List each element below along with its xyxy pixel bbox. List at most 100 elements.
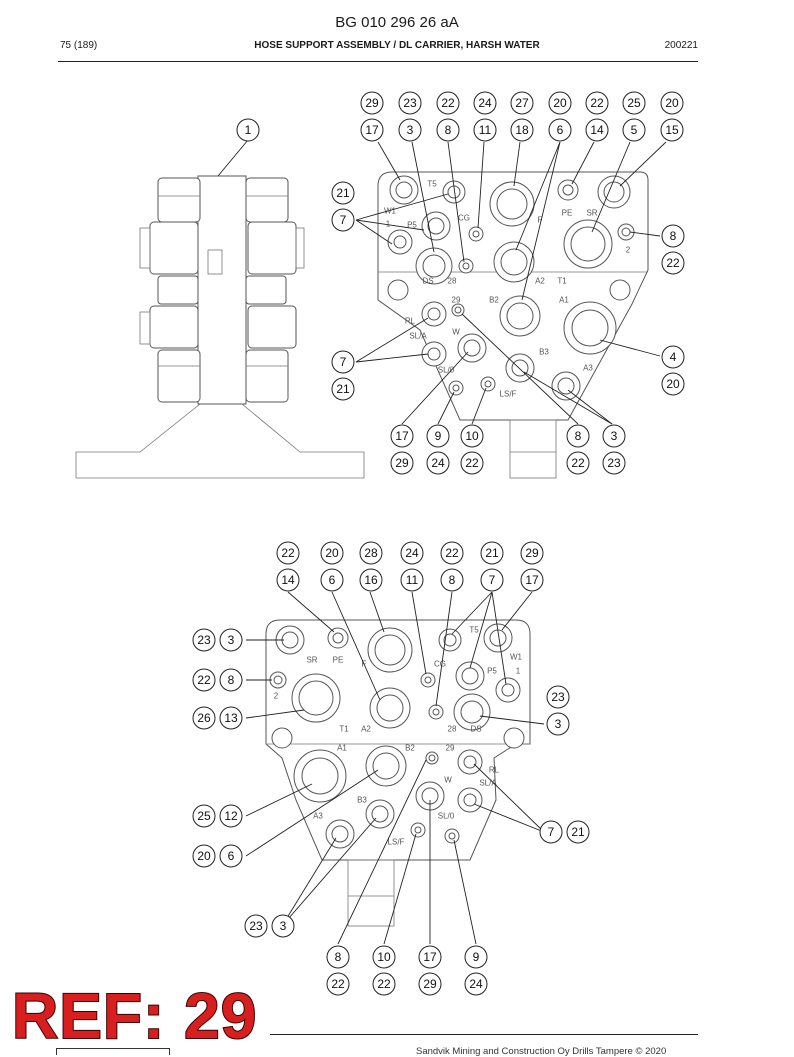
leader-lines-bottom bbox=[245, 591, 545, 945]
copyright-text: Sandvik Mining and Construction Oy Drill… bbox=[416, 1046, 667, 1057]
svg-text:8: 8 bbox=[670, 229, 677, 243]
svg-text:10: 10 bbox=[377, 950, 391, 964]
page-number: 75 (189) bbox=[60, 40, 98, 51]
port-label: LS/F bbox=[500, 390, 517, 399]
port-label: RL bbox=[489, 766, 500, 775]
svg-text:6: 6 bbox=[557, 123, 564, 137]
svg-text:20: 20 bbox=[553, 96, 567, 110]
svg-text:3: 3 bbox=[555, 717, 562, 731]
port-label: A2 bbox=[361, 725, 371, 734]
port-label: PE bbox=[562, 209, 573, 218]
svg-text:14: 14 bbox=[590, 123, 604, 137]
port-label: 1 bbox=[386, 220, 391, 229]
svg-text:22: 22 bbox=[441, 96, 455, 110]
port-label: SL/0 bbox=[438, 812, 455, 821]
port-label: W bbox=[452, 328, 460, 337]
footer-rule bbox=[270, 1034, 698, 1035]
callout-column: 27 18 bbox=[510, 91, 534, 142]
port-label: W1 bbox=[384, 207, 397, 216]
svg-text:21: 21 bbox=[571, 825, 585, 839]
svg-text:21: 21 bbox=[485, 546, 499, 560]
port-label: A3 bbox=[313, 812, 323, 821]
svg-text:24: 24 bbox=[405, 546, 419, 560]
svg-text:11: 11 bbox=[479, 123, 492, 137]
svg-text:8: 8 bbox=[575, 429, 582, 443]
svg-text:27: 27 bbox=[515, 96, 529, 110]
svg-text:8: 8 bbox=[228, 673, 235, 687]
svg-text:23: 23 bbox=[403, 96, 417, 110]
svg-text:7: 7 bbox=[548, 825, 555, 839]
svg-text:3: 3 bbox=[407, 123, 414, 137]
port-label: 2 bbox=[626, 246, 631, 255]
svg-text:17: 17 bbox=[525, 573, 539, 587]
svg-text:7: 7 bbox=[489, 573, 496, 587]
svg-text:4: 4 bbox=[670, 350, 677, 364]
svg-text:20: 20 bbox=[665, 96, 679, 110]
ref-label: REF: 29 bbox=[11, 980, 258, 1052]
manifold-view-top: T5 W1 1 P5 CG F PE SR 2 DS 28 A2 T1 29 B… bbox=[377, 171, 649, 479]
callout-column: 255 bbox=[622, 91, 646, 142]
port-label: T1 bbox=[557, 277, 567, 286]
svg-text:8: 8 bbox=[335, 950, 342, 964]
callout-column: 206 bbox=[320, 541, 344, 592]
port-label: B3 bbox=[539, 348, 549, 357]
svg-text:10: 10 bbox=[465, 429, 479, 443]
header-rule bbox=[58, 61, 698, 62]
port-label: 29 bbox=[452, 296, 461, 305]
svg-text:25: 25 bbox=[197, 809, 211, 823]
callout-bubble: 1 bbox=[236, 118, 260, 142]
svg-text:3: 3 bbox=[611, 429, 618, 443]
callout-column: 4 20 bbox=[661, 345, 685, 396]
svg-text:29: 29 bbox=[525, 546, 539, 560]
svg-text:17: 17 bbox=[365, 123, 379, 137]
port-label: P5 bbox=[487, 667, 497, 676]
svg-text:29: 29 bbox=[365, 96, 379, 110]
side-view-assembly bbox=[75, 175, 365, 479]
callout-column: 8 22 bbox=[566, 424, 590, 475]
port-label: DS bbox=[422, 277, 433, 286]
port-label: SR bbox=[306, 656, 317, 665]
svg-text:25: 25 bbox=[627, 96, 641, 110]
svg-text:20: 20 bbox=[666, 377, 680, 391]
port-label: SL/A bbox=[409, 332, 427, 341]
svg-text:22: 22 bbox=[331, 977, 345, 991]
svg-text:20: 20 bbox=[197, 849, 211, 863]
port-label: A3 bbox=[583, 364, 593, 373]
date-code: 200221 bbox=[664, 40, 698, 51]
svg-text:24: 24 bbox=[469, 977, 483, 991]
callout-column: 8 22 bbox=[661, 224, 685, 275]
port-label: 2 bbox=[274, 692, 279, 701]
callout-column: 8 22 bbox=[326, 945, 350, 996]
port-label: A1 bbox=[559, 296, 569, 305]
port-label: T5 bbox=[469, 626, 479, 635]
callout-column: 23 3 bbox=[398, 91, 422, 142]
document-code: BG 010 296 26 aA bbox=[335, 14, 459, 31]
svg-text:26: 26 bbox=[197, 711, 211, 725]
callout-column: 924 bbox=[426, 424, 450, 475]
svg-text:18: 18 bbox=[515, 123, 529, 137]
svg-text:12: 12 bbox=[224, 809, 238, 823]
port-label: W bbox=[444, 776, 452, 785]
callout-column: 3 23 bbox=[602, 424, 626, 475]
port-label: B2 bbox=[489, 296, 499, 305]
svg-text:3: 3 bbox=[280, 919, 287, 933]
svg-text:23: 23 bbox=[607, 456, 621, 470]
svg-text:22: 22 bbox=[281, 546, 295, 560]
svg-text:22: 22 bbox=[197, 673, 211, 687]
svg-text:6: 6 bbox=[329, 573, 336, 587]
svg-text:23: 23 bbox=[551, 690, 565, 704]
port-label: B2 bbox=[405, 744, 415, 753]
port-label: B3 bbox=[357, 796, 367, 805]
port-label: SR bbox=[586, 209, 597, 218]
svg-text:22: 22 bbox=[571, 456, 585, 470]
svg-text:9: 9 bbox=[435, 429, 442, 443]
svg-text:22: 22 bbox=[666, 256, 680, 270]
